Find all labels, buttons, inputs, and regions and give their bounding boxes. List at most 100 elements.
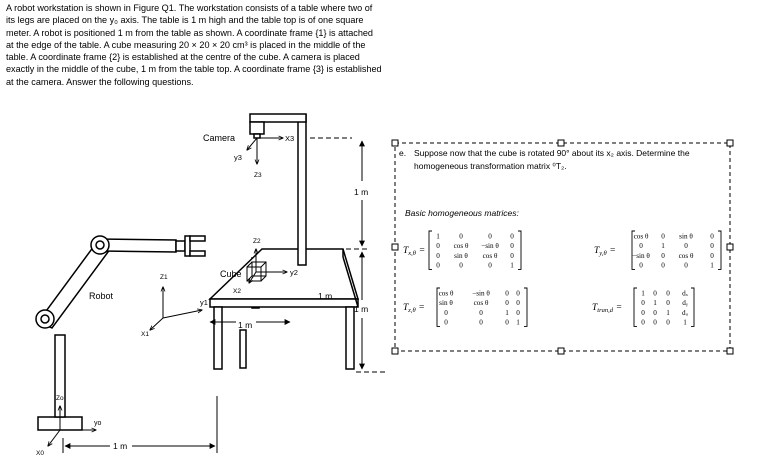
tz-sub: z,θ [407,307,416,314]
ty-cell: 0 [684,261,688,269]
camera-label: Camera [203,133,235,143]
ty-bracket-left [631,230,635,270]
tx-cell: 0 [510,242,514,250]
ttrans-cell: 0 [653,290,657,298]
tz-cell: cos θ [474,299,489,307]
camera-lens [253,133,261,139]
question-label: e. [399,148,406,158]
tz-cell: 0 [505,290,509,298]
camera-body [249,121,265,135]
basic-matrices-title: Basic homogeneous matrices: [405,208,520,218]
ty-cell: 0 [684,242,688,250]
camera-stand [249,113,307,266]
axis-label-z1: Z1 [160,274,168,281]
ttrans-cell: 0 [641,309,645,317]
tx-name: T [403,246,409,256]
table-leg-mid [239,329,247,369]
dimension-table-width: 1 m [238,320,252,330]
tz-cell: −sin θ [472,290,490,298]
ttrans-label: Ttran,d = [592,303,622,314]
ty-cell: cos θ [679,252,694,260]
ttrans-bracket-right [691,287,695,327]
axis-label-x0: X0 [36,450,44,457]
tz-cell: 0 [516,290,520,298]
tz-cell: 0 [516,309,520,317]
tx-bracket-left [428,230,432,270]
ttrans-cell: 0 [641,318,645,326]
robot-base-column [54,334,66,418]
ttrans-cell: 1 [683,318,687,326]
frame-1-axes [150,287,202,330]
question-box [391,139,734,355]
axis-label-z3: Z3 [254,172,262,179]
tx-cell: 0 [488,261,492,269]
ttrans-cell: 0 [653,309,657,317]
problem-line: exactly in the middle of the cube, 1 m f… [6,64,382,75]
dimension-table-height: 1 m [354,304,368,314]
cube [246,261,267,282]
tz-cell: 1 [505,309,509,317]
robot-label: Robot [89,291,114,301]
tz-cell: cos θ [439,290,454,298]
tz-cell: 0 [516,299,520,307]
tx-cell: 0 [436,252,440,260]
tz-cell: 0 [444,318,448,326]
dimension-upper-height: 1 m [354,187,368,197]
ty-cell: 1 [710,261,714,269]
table-leg-front-left [213,306,223,370]
tx-cell: 0 [510,233,514,241]
frame-0-axes [48,406,96,446]
table [208,248,360,370]
ty-cell: 0 [710,242,714,250]
stand-post [297,114,307,266]
ty-cell: 0 [661,261,665,269]
tx-cell: 0 [488,233,492,241]
tz-bracket-left [436,287,440,327]
ty-cell: 0 [639,242,643,250]
axis-label-y2: y2 [290,268,298,277]
tx-cell: 0 [436,261,440,269]
robot-wrist [175,240,186,252]
ttrans-cell: 0 [666,290,670,298]
problem-line: at the camera. Answer the following ques… [6,76,194,87]
tz-cell: 0 [505,299,509,307]
tx-cell: cos θ [483,252,498,260]
tx-cell: 0 [510,252,514,260]
tz-cell: sin θ [439,299,453,307]
axis-label-z2: Z2 [253,238,261,245]
ttrans-cell: 0 [666,299,670,307]
ttrans-cell: 0 [653,318,657,326]
tx-cell: cos θ [454,242,469,250]
ttrans-cell: 0 [666,318,670,326]
tx-cell: 0 [459,261,463,269]
robot-distance-dimension [62,396,218,453]
frame-3-axes [247,138,283,164]
stand-arm [249,113,307,123]
tx-cell: 1 [510,261,514,269]
tx-label: Tx,θ = [403,246,425,257]
ty-cell: sin θ [679,233,693,241]
robot [35,235,206,431]
problem-statement: A robot workstation is shown in Figure Q… [6,2,388,88]
ttrans-name: T [592,303,598,313]
frame-2-axes [249,249,287,283]
ty-cell: 0 [661,252,665,260]
ty-bracket-right [718,230,722,270]
axis-label-y3: y3 [234,153,242,162]
axis-label-y1: y1 [200,298,208,307]
ty-sub: y,θ [598,250,607,257]
problem-line: its legs are placed on the y₀ axis. The … [6,15,364,26]
ttrans-cell: 0 [641,299,645,307]
ttrans-cell: 1 [653,299,657,307]
table-top-edge [209,298,359,308]
problem-line: at the edge of the table. A cube measuri… [6,39,366,50]
tx-cell: 0 [436,242,440,250]
tz-label: Tz,θ = [403,303,424,314]
ty-cell: 1 [661,242,665,250]
axis-label-y0: yo [94,420,102,427]
axis-label-x3: X3 [285,134,294,143]
problem-line: table. A coordinate frame {2} is establi… [6,52,360,62]
ttrans-cell: dᵧ [682,299,688,307]
